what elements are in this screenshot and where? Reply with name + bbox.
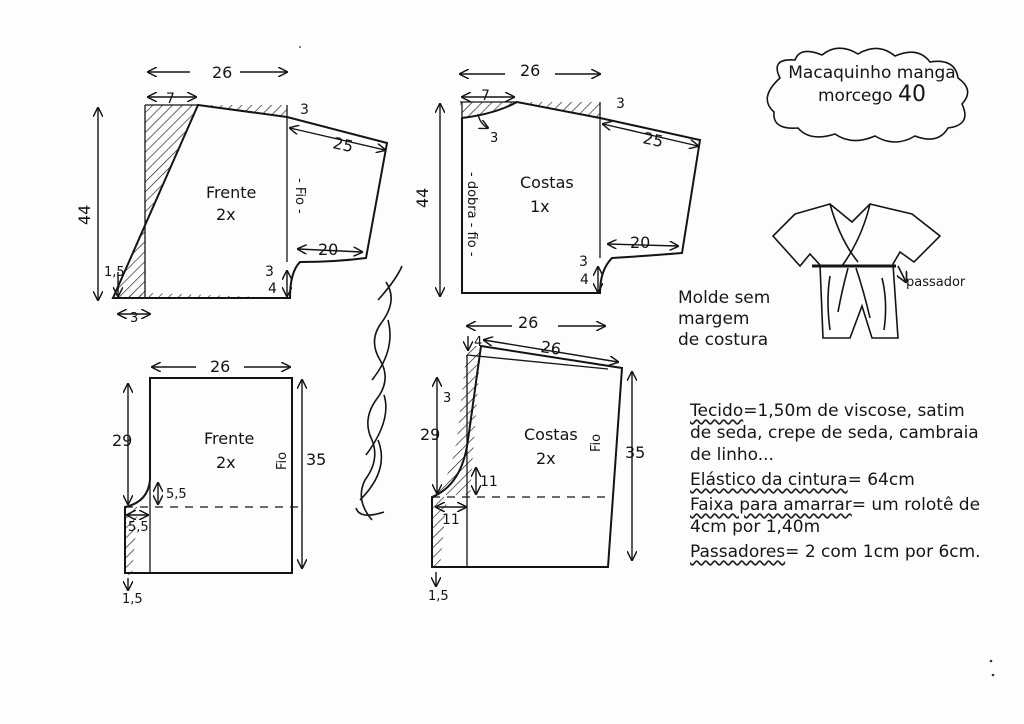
sash-line: Faixa para amarrar= um rolotê de 4cm por… [690,494,990,538]
fabric-text: =1,50m de viscose, satim de seda, crepe … [690,401,979,465]
back-shorts-rise: 29 [420,425,440,444]
front-shorts-hem: 1,5 [122,592,143,607]
materials-list: Tecido=1,50m de viscose, satim de seda, … [690,400,990,566]
back-cb-hatch [432,346,481,495]
front-shorts-grain: Fio [275,452,290,470]
margin-note: Molde sem margem de costura [678,288,788,351]
loops-label: Passadores [690,542,786,562]
front-top-width: 26 [212,63,232,82]
back-shorts-cb: 3 [443,391,451,406]
fabric-line: Tecido=1,50m de viscose, satim de seda, … [690,400,990,466]
back-top-shoulder: 3 [616,96,625,112]
back-top-dimensions [440,74,698,296]
hem-hatch [113,293,290,298]
front-shorts-labels: 26 29 35 5,5 5,5 1,5 Frente 2x Fio [112,357,326,607]
back-shorts-qty: 2x [536,449,556,468]
back-top-neck-drop: 3 [490,131,498,146]
back-top-neck: 7 [481,88,490,104]
back-hem-hatch [432,497,447,568]
back-shorts-piece [431,344,624,568]
back-shorts-hem: 1,5 [428,589,449,604]
back-shorts-dimensions [436,326,632,586]
front-top-cuff: 20 [318,240,338,259]
front-shorts-crotch-w: 5,5 [128,520,149,535]
fabric-label: Tecido [690,401,744,421]
front-shorts-dimensions [127,367,302,590]
title-line-2: morcego [818,86,893,106]
front-shorts-rise: 29 [112,431,132,450]
back-shorts-side: 35 [625,443,645,462]
front-top-neck: 7 [166,91,175,107]
back-top-qty: 1x [530,197,550,216]
garment-illustration [771,203,942,339]
back-shorts-width: 26 [518,313,538,332]
back-top-cuff: 20 [630,233,650,252]
front-top-labels: 26 7 3 44 25 20 3 4 1,5 3 Frente 2x - Fi… [75,63,355,326]
front-shorts-crotch-h: 5,5 [166,487,187,502]
back-top-piece [460,100,702,294]
front-top-hem-b: 3 [130,311,138,326]
back-top-name: Costas [520,173,574,192]
front-shorts-hem-hatch [125,507,138,575]
front-top-shoulder: 3 [300,102,309,118]
back-top-under-b: 4 [580,272,589,288]
front-top-sleeve: 25 [331,133,355,156]
front-shorts-width: 26 [210,357,230,376]
front-shorts-side: 35 [306,450,326,469]
front-top-dimensions [98,72,385,314]
margin-note-line-1: Molde sem [678,288,771,308]
back-shorts-grain: Fio [589,434,604,452]
front-top-qty: 2x [216,205,236,224]
front-top-under-a: 3 [265,264,274,280]
elastic-text: = 64cm [847,470,915,490]
back-top-height: 44 [413,188,432,208]
back-shorts-crotch-h: 11 [480,474,498,490]
back-shorts-labels: 26 26 4 3 29 35 11 11 1,5 Costas 2x Fio [420,313,645,604]
back-shorts-crotch-w: 11 [442,512,460,528]
back-shorts-name: Costas [524,425,578,444]
elastic-label: Elástico da cintura [690,470,848,490]
back-shorts-top: 26 [539,337,562,359]
front-top-grain: - Fio - [292,178,307,214]
back-top-width: 26 [520,61,540,80]
passador-label: passador [906,275,966,290]
loops-line: Passadores= 2 com 1cm por 6cm. [690,541,990,563]
front-shorts-name: Frente [204,429,254,448]
back-shorts-drop: 4 [474,335,482,350]
sash-label: Faixa para amarrar [690,495,852,515]
front-top-height: 44 [75,205,94,225]
front-top-hem-a: 1,5 [104,265,125,280]
back-top-labels: 26 7 3 3 44 25 20 3 4 Costas 1x - dobra … [413,61,665,288]
front-top-under-b: 4 [268,281,277,297]
back-top-under-a: 3 [579,254,588,270]
title-cloud [766,47,969,143]
title-line-1: Macaquinho manga [788,63,956,83]
sash-text: = um rolotê de 4cm por 1,40m [690,495,981,537]
signature [355,265,403,521]
front-top-name: Frente [206,183,256,202]
front-shorts-qty: 2x [216,453,236,472]
margin-note-line-2: margem [678,309,750,329]
back-neck-hatch [460,102,517,118]
margin-note-line-3: de costura [678,330,769,350]
back-top-fold: - dobra - fio - [464,172,479,257]
loops-text: = 2 com 1cm por 6cm. [785,542,981,562]
title-text: Macaquinho manga morcego 40 [772,62,972,107]
front-shorts-piece [124,377,300,575]
back-top-sleeve: 25 [641,128,665,151]
elastic-line: Elástico da cintura= 64cm [690,469,990,491]
title-size: 40 [897,82,926,107]
